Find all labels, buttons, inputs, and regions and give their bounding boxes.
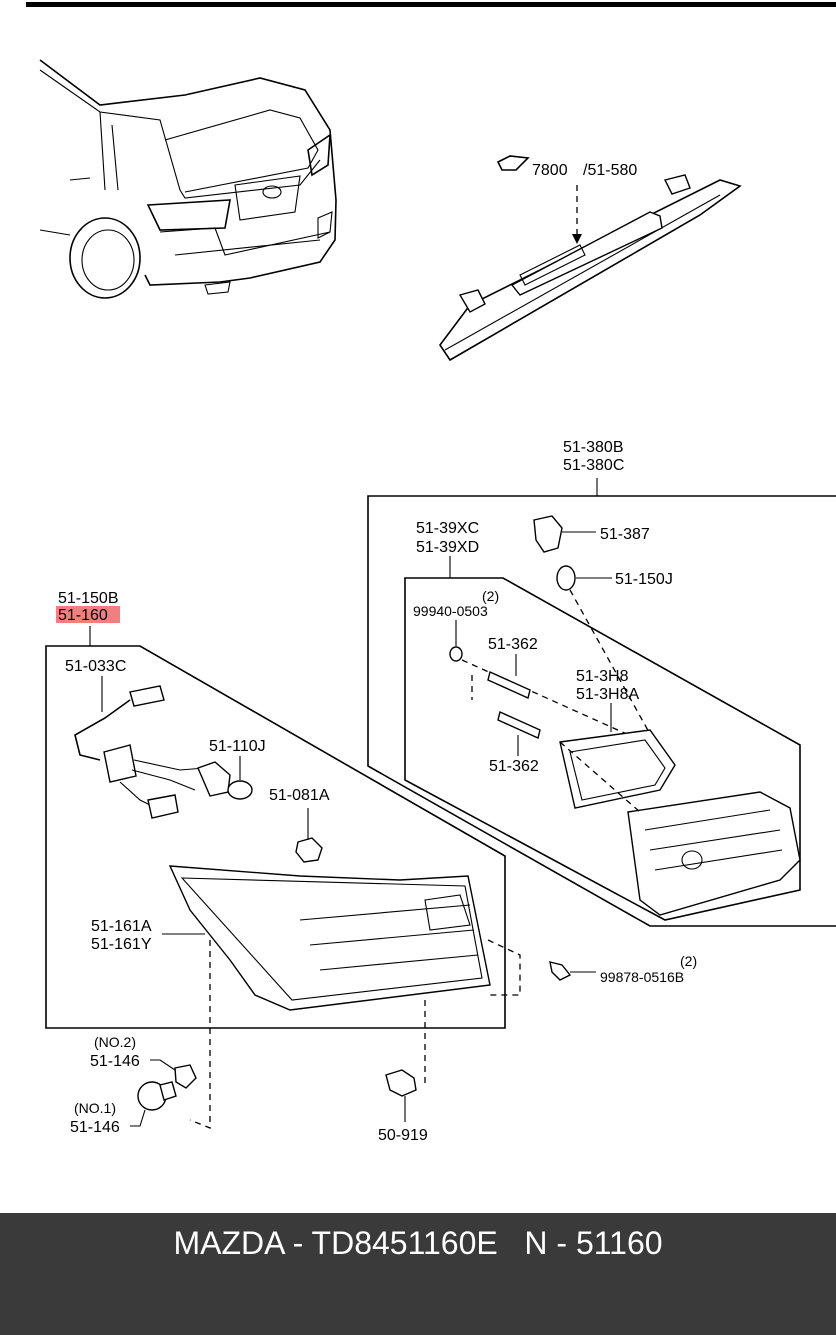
part-51-146-no1-label: 51-146 (70, 1119, 120, 1136)
fasteners (130, 1059, 417, 1127)
top-box-label-a: 51-380B (563, 439, 624, 456)
part-51-3h8a-label: 51-3H8A (576, 686, 639, 703)
inner-box-label-b: 51-39XD (416, 539, 479, 556)
inner-box-label-a: 51-39XC (416, 520, 479, 537)
part-51-3h8-label: 51-3H8 (576, 668, 629, 685)
part-51-150j-label: 51-150J (615, 571, 673, 588)
top-box-label-b: 51-380C (563, 457, 624, 474)
highlight-box (56, 606, 120, 623)
part-51-161a-label: 51-161A (91, 918, 152, 935)
part-51-362-top-label: 51-362 (488, 636, 538, 653)
parts-diagram: 7800 /51-580 51-380B 51-380C 51-39XC 51-… (26, 2, 836, 1144)
part-51-146-no2-label: 51-146 (90, 1053, 140, 1070)
footer-part-number: MAZDA - TD8451160E N - 51160 (173, 1225, 663, 1261)
footer-bar (0, 1213, 836, 1335)
ref-main-label: 7800 (532, 162, 568, 179)
part-99940-label: 99940-0503 (413, 603, 488, 619)
part-99878-label: 99878-0516B (600, 969, 684, 985)
part-51-387-label: 51-387 (600, 526, 650, 543)
left-box-label-b: 51-160 (58, 607, 108, 624)
no1-label: (NO.1) (74, 1100, 116, 1116)
car-rear-illustration (39, 59, 337, 299)
outer-lamp-box (45, 626, 596, 1129)
ref-main-sub-label: /51-580 (583, 162, 637, 179)
qty-label-a: (2) (482, 588, 499, 604)
left-box-label-a: 51-150B (58, 590, 119, 607)
qty-label-b: (2) (680, 953, 697, 969)
no2-label: (NO.2) (94, 1034, 136, 1050)
high-mount-stop-lamp (439, 155, 742, 362)
part-51-081a-label: 51-081A (269, 787, 330, 804)
part-50-919-label: 50-919 (378, 1127, 428, 1144)
part-51-033c-label: 51-033C (65, 658, 126, 675)
part-51-110j-label: 51-110J (209, 738, 266, 755)
part-51-362-bottom-label: 51-362 (489, 758, 539, 775)
part-51-161y-label: 51-161Y (91, 936, 152, 953)
inner-lamp-box (367, 478, 836, 927)
top-border (26, 2, 836, 7)
